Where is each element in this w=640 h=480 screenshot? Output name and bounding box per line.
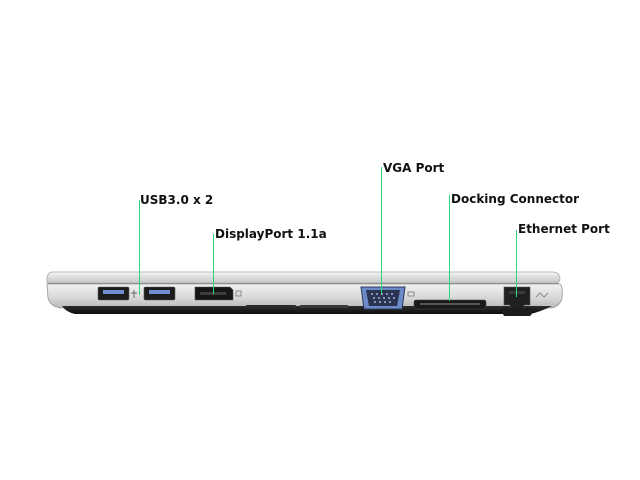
usb-port-1 xyxy=(97,286,130,301)
laptop-lid xyxy=(46,271,561,284)
usb-callout-label: USB3.0 x 2 xyxy=(140,193,214,207)
ethernet-callout-label: Ethernet Port xyxy=(518,222,610,236)
docking-connector xyxy=(413,299,487,310)
usb-icon xyxy=(131,290,137,298)
ethernet-leader-line xyxy=(516,230,517,297)
vga-leader-line xyxy=(381,167,382,294)
displayport-leader-line xyxy=(213,234,214,294)
displayport-callout-label: DisplayPort 1.1a xyxy=(215,227,327,241)
usb-leader-line xyxy=(139,200,140,295)
vga-callout-label: VGA Port xyxy=(383,161,445,175)
displayport-icon xyxy=(235,290,242,297)
vga-port xyxy=(360,286,406,310)
docking-callout-label: Docking Connector xyxy=(451,192,580,206)
rubber-foot xyxy=(500,308,533,316)
displayport-port xyxy=(194,286,234,301)
usb-port-2 xyxy=(143,286,176,301)
docking-leader-line xyxy=(449,195,450,301)
ethernet-icon xyxy=(535,292,549,298)
vga-icon xyxy=(407,291,415,297)
media-slot xyxy=(246,305,348,308)
